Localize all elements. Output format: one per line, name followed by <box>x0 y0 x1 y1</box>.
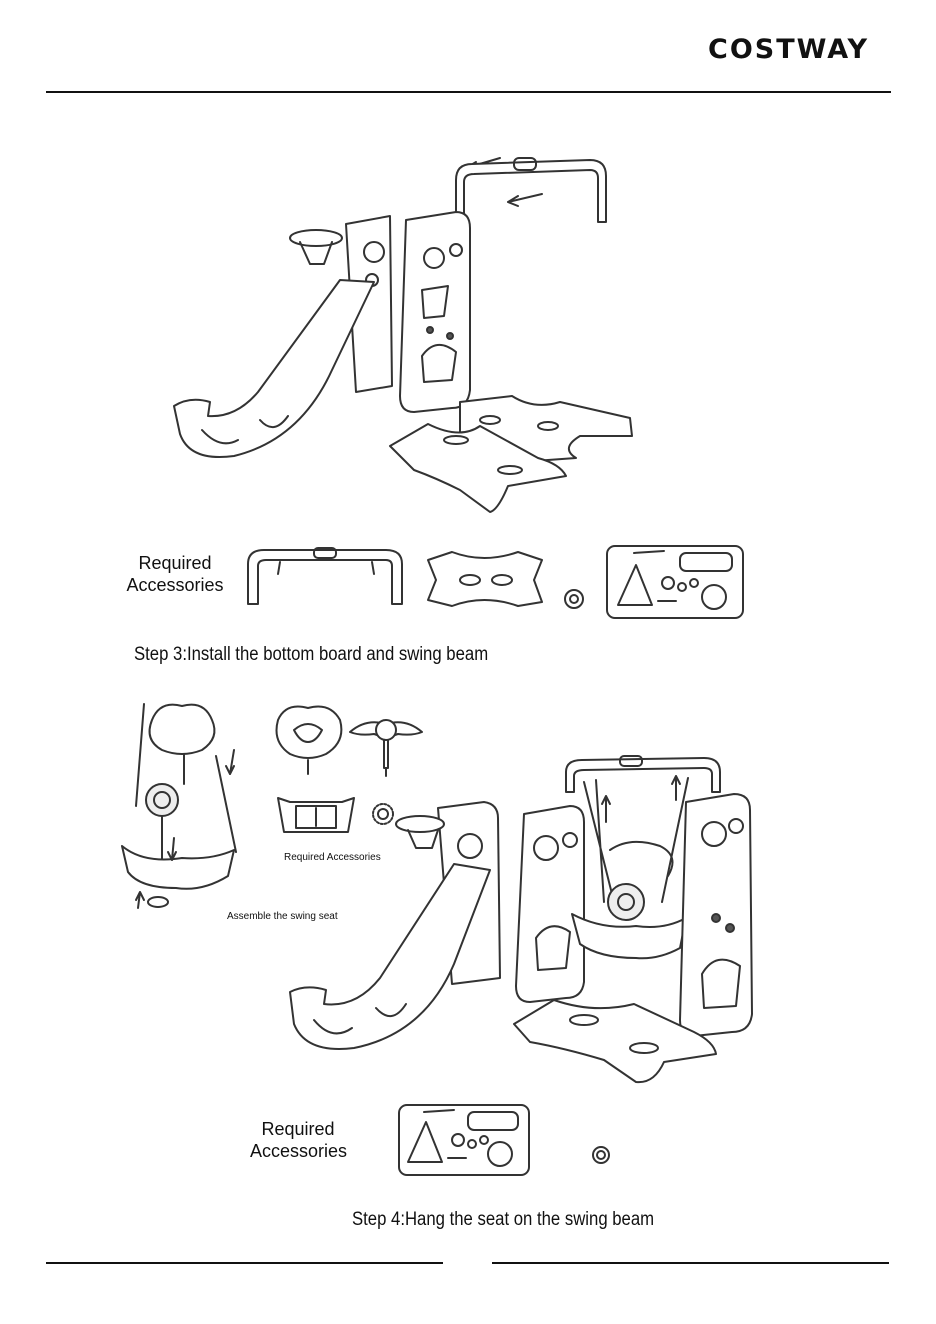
step4-required-label: Required Accessories <box>250 1118 346 1162</box>
step4-title: Step 4:Hang the seat on the swing beam <box>352 1209 654 1231</box>
footer-rule-right <box>492 1262 889 1264</box>
arrow-down-icon <box>226 750 234 774</box>
step3-required-label: Required Accessories <box>124 552 226 596</box>
step4-illustration <box>284 752 784 1084</box>
accessory-side-panel-2 <box>396 1102 532 1178</box>
step3-illustration <box>160 140 660 520</box>
accessory-swing-beam <box>240 544 410 608</box>
accessory-nut-2 <box>590 1144 612 1166</box>
step3-title: Step 3:Install the bottom board and swin… <box>134 644 488 666</box>
arrow-up-icon <box>136 892 144 908</box>
header-rule <box>46 91 891 93</box>
arrow-up-icon <box>602 796 610 822</box>
footer-rule-left <box>46 1262 443 1264</box>
arrow-up-icon <box>672 776 680 800</box>
arrow-left-icon <box>508 194 542 206</box>
arrow-down-icon <box>168 838 176 860</box>
accessory-nut <box>562 587 586 611</box>
accessory-bottom-board <box>424 546 546 610</box>
brand-logo: COSTWAY <box>708 34 892 66</box>
accessory-side-panel <box>604 543 746 621</box>
swing-seat-assembly <box>116 696 246 912</box>
